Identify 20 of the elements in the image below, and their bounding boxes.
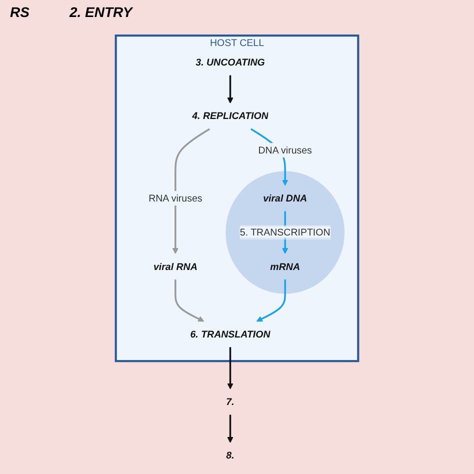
arrow: [172, 128, 210, 254]
arrow: [227, 347, 234, 390]
step-label: RS: [10, 4, 30, 22]
node-text: 8.: [226, 450, 234, 461]
node-text: mRNA: [270, 260, 300, 272]
edge-label: RNA viruses: [148, 192, 202, 204]
edge-label: DNA viruses: [258, 144, 312, 156]
node-text: viral RNA: [153, 260, 198, 272]
node-text: 7.: [226, 396, 234, 408]
node-text: viral DNA: [263, 192, 308, 204]
arrow: [174, 280, 204, 322]
cluster: [226, 171, 345, 294]
node-text: 3. UNCOATING: [196, 56, 265, 68]
arrow: [227, 75, 234, 104]
node-text: 6. TRANSLATION: [190, 328, 270, 340]
step-label: 2. ENTRY: [69, 4, 132, 22]
arrow: [256, 280, 286, 322]
edge-label: 5. TRANSCRIPTION: [240, 226, 330, 238]
node-text: 4. REPLICATION: [192, 110, 268, 122]
arrow: [227, 414, 234, 443]
